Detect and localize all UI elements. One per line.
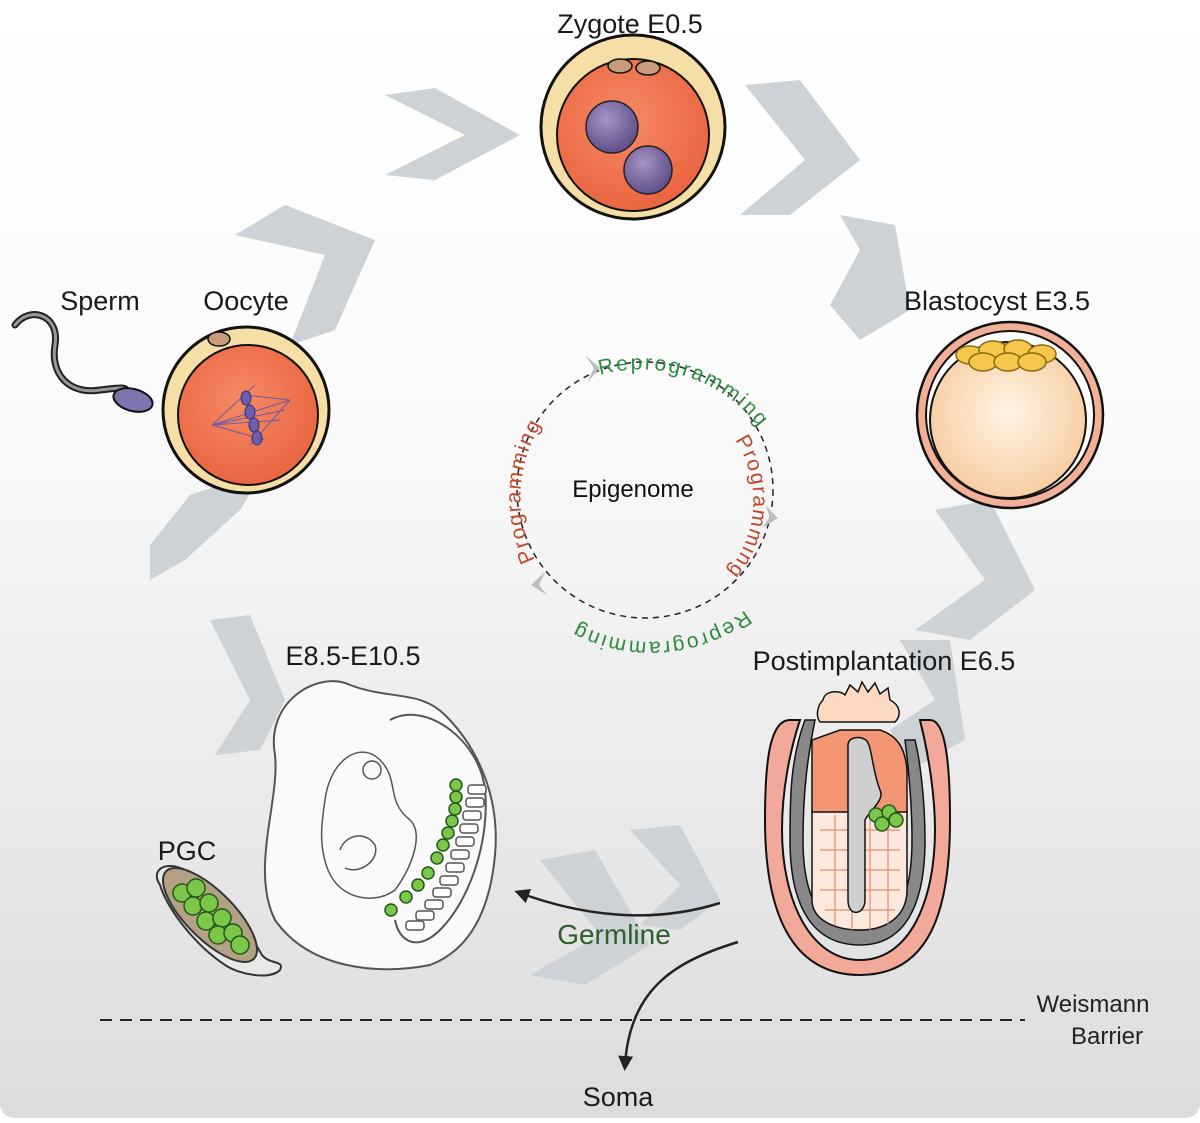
- pgc-cluster: [868, 804, 904, 832]
- chevron-9: [530, 850, 650, 985]
- zygote-cell: [539, 33, 727, 221]
- zygote-label: Zygote E0.5: [557, 9, 703, 39]
- cycle-chevrons: [150, 80, 1035, 985]
- migrating-pgcs: [384, 778, 463, 917]
- chevron-4: [830, 215, 910, 340]
- polar-body: [607, 58, 633, 74]
- ring-arrow: [531, 572, 547, 595]
- ring-arrow: [762, 505, 778, 528]
- pronucleus: [623, 145, 673, 195]
- chevron-3: [740, 80, 860, 215]
- blastocyst-label: Blastocyst E3.5: [904, 286, 1090, 316]
- ectoplacental-cone: [816, 680, 900, 723]
- chevron-5: [915, 500, 1035, 640]
- inner-cell-mass: [955, 339, 1057, 372]
- postimplantation-embryo: [763, 680, 952, 977]
- postimplantation-label: Postimplantation E6.5: [753, 646, 1016, 676]
- pgc-label: PGC: [158, 836, 217, 866]
- oocyte-label: Oocyte: [203, 286, 289, 316]
- weismann-label-line1: Weismann: [1037, 991, 1150, 1018]
- oocyte-cell: [161, 325, 331, 495]
- e8-5-label: E8.5-E10.5: [285, 641, 420, 671]
- soma-label: Soma: [583, 1082, 655, 1112]
- germline-label: Germline: [557, 919, 671, 950]
- blastocyst-cell: [915, 320, 1105, 510]
- chevron-7: [150, 470, 265, 580]
- sperm-cell: [11, 311, 154, 413]
- chevron-6: [890, 640, 965, 770]
- e8-5-embryo: [263, 680, 497, 971]
- chevron-8: [210, 615, 285, 755]
- pgc-gonad: [155, 865, 282, 977]
- chevron-10: [630, 825, 720, 930]
- sperm-label: Sperm: [60, 286, 140, 316]
- polar-body: [635, 60, 661, 76]
- pronucleus: [585, 100, 639, 154]
- soma-arrow: [618, 940, 739, 1071]
- chevron-2: [235, 205, 375, 345]
- chevron-1: [385, 88, 520, 180]
- ring-arrow: [585, 355, 600, 383]
- weismann-label-line2: Barrier: [1071, 1023, 1143, 1050]
- epigenome-label: Epigenome: [572, 476, 693, 503]
- germline-arrow: [514, 889, 721, 917]
- epigenome-ring: [516, 355, 778, 619]
- polar-body: [207, 331, 231, 347]
